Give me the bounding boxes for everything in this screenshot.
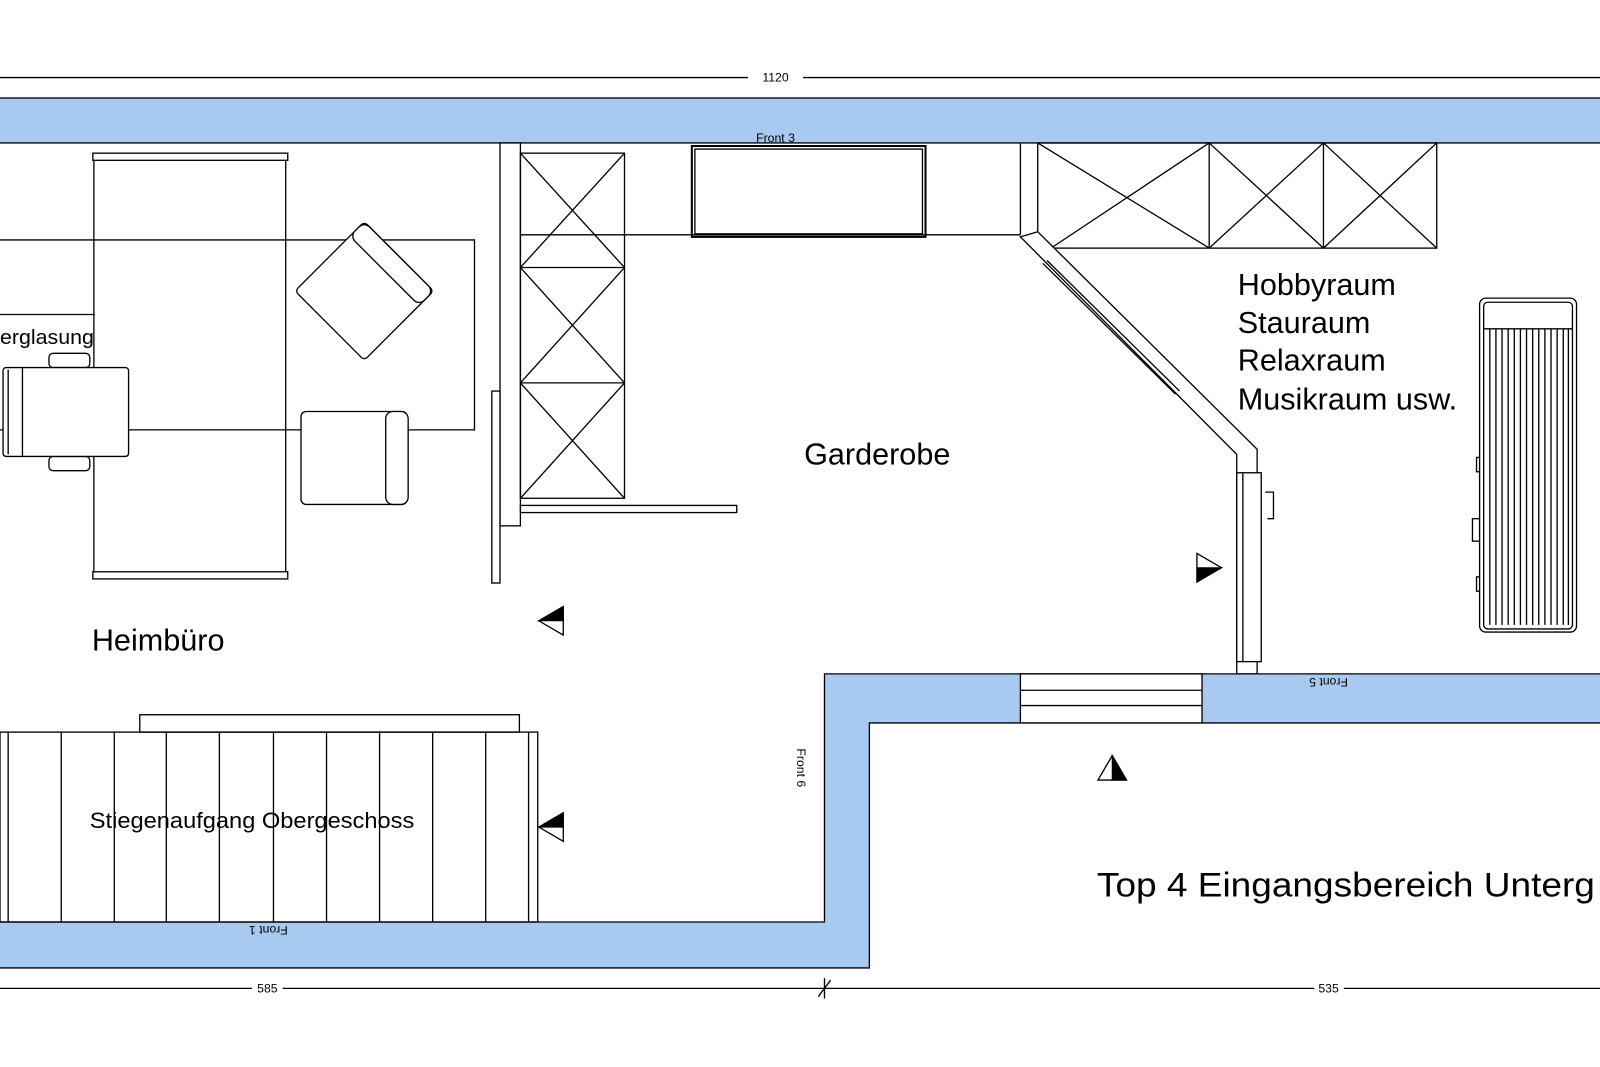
shelf-cross [519,382,625,499]
wall-top [0,97,1600,144]
door [1236,472,1275,663]
office-table [0,239,476,431]
lounger [1471,297,1578,633]
front-5-label: Front 5 [1309,675,1348,689]
window-front-5 [1019,673,1203,724]
marker-fill [536,605,564,622]
marker-fill [1111,753,1128,781]
office-chair [2,352,130,472]
stair-landing-cap [139,714,521,733]
room-label-stauraum: Stauraum [1238,306,1371,340]
glazing-label: erglasung [0,327,94,349]
chair-armrest-top [48,352,91,369]
bottom-dimension-line: 585 535 [0,978,1600,999]
desk-cap-top [92,152,289,161]
shelf-cross [1208,142,1324,249]
wall-lower-l [0,673,1600,969]
view-marker-left-upper [536,605,564,637]
shelf-cross [519,152,625,268]
dimension-overall: 1120 [762,71,788,85]
lounge-chair-rotated [296,222,433,360]
desk-body [93,155,287,576]
bench-bar [519,504,738,514]
diagonal-partition-wall [1019,231,1258,675]
front-6-label: Front 6 [794,748,808,787]
room-label-heimbuero: Heimbüro [92,623,225,657]
marker-fill [1196,567,1224,583]
lounger-frame [1478,297,1578,633]
partition-glass-line [1042,262,1176,395]
dimension-left: 585 [257,981,278,995]
top-dimension-line: 1120 [0,71,1600,85]
staircase [0,714,539,923]
door-handle [1265,491,1275,520]
lounge-chair-back [352,223,432,304]
front-1-label: Front 1 [249,923,288,937]
shelf-cross [519,267,625,384]
shelf-right [1037,142,1438,249]
shelf-right-frame [1037,142,1438,249]
lounger-inner [1483,301,1574,630]
dimension-right: 535 [1318,981,1339,995]
partition-wall [499,142,522,527]
view-marker-up [1096,753,1128,781]
room-label-garderobe: Garderobe [804,438,950,472]
marker-fill [536,811,564,828]
sideboard-inner [694,148,924,235]
shelf-cross [1037,142,1210,249]
view-marker-left-lower [536,811,564,843]
partition-panel [491,390,501,584]
office-desk [92,152,289,580]
sideboard [690,144,927,238]
front-3-label: Front 3 [756,131,795,145]
chair-armrest-bottom [48,455,91,472]
stairs-label: Stiegenaufgang Obergeschoss [90,808,414,833]
shelf-cross [1323,142,1438,249]
shelf-cross [1050,142,1210,249]
shelf-left [519,152,626,499]
dimension-tick-slash [817,979,832,997]
stair-outline [0,731,539,923]
armchair [300,410,409,506]
plan-title: Top 4 Eingangsbereich Unterg [1097,866,1595,904]
partition-glass-line [1046,259,1181,392]
desk-cap-bottom [92,571,289,580]
chair-seat [2,366,130,458]
shelf-left-frame [519,152,626,499]
door-leaf [1236,472,1262,663]
room-label-hobbyraum: Hobbyraum [1238,268,1396,302]
room-label-relaxraum: Relaxraum [1238,344,1386,378]
room-label-musikraum: Musikraum usw. [1238,382,1457,416]
armchair-back [385,410,409,506]
window-opening [1019,673,1203,724]
sideboard-outer [690,144,927,238]
view-marker-right [1196,552,1224,584]
